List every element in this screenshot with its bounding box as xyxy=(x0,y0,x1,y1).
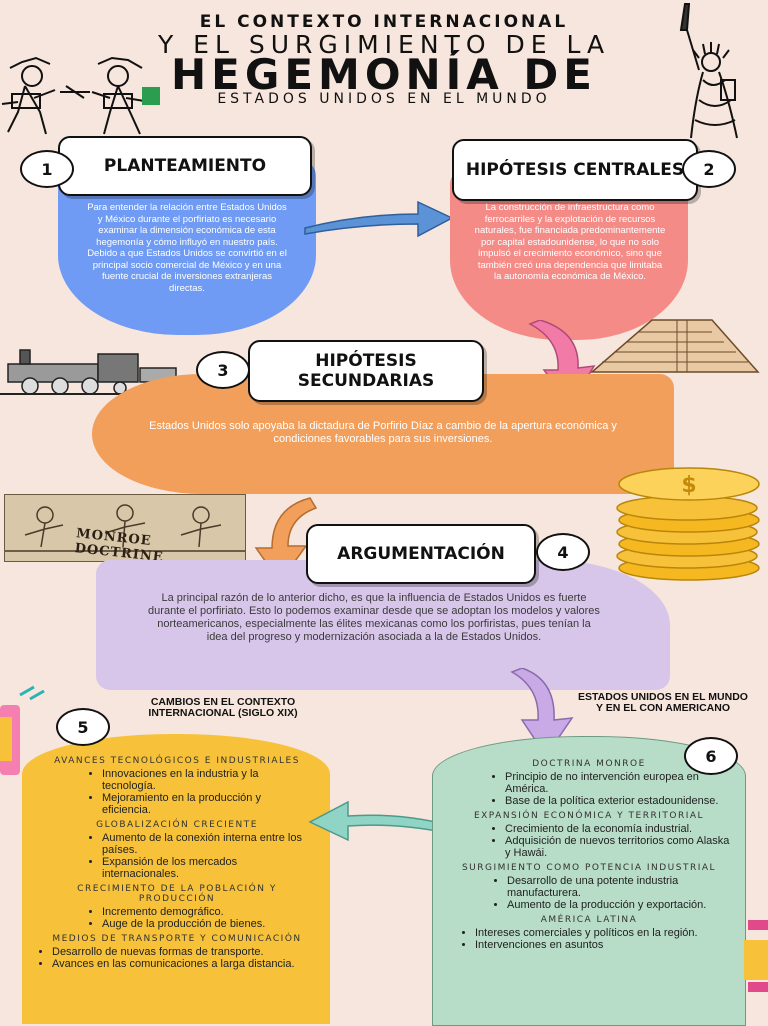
step-5-section-head: AVANCES TECNOLÓGICOS E INDUSTRIALES xyxy=(54,756,300,766)
step-2-label: HIPÓTESIS CENTRALES xyxy=(452,139,698,201)
list-item: Innovaciones en la industria y la tecnol… xyxy=(102,768,312,792)
step-5-list: Desarrollo de nuevas formas de transport… xyxy=(42,946,312,970)
list-item: Base de la política exterior estadounide… xyxy=(505,795,731,807)
step-4-number: 4 xyxy=(536,533,590,571)
step-6-list: Intereses comerciales y políticos en la … xyxy=(447,927,731,951)
step-3-label: HIPÓTESIS SECUNDARIAS xyxy=(248,340,484,402)
list-item: Principio de no intervención europea en … xyxy=(505,771,731,795)
step-5-list: Innovaciones en la industria y la tecnol… xyxy=(42,768,312,816)
step-4-text: La principal razón de lo anterior dicho,… xyxy=(148,592,600,643)
step-5-section-head: MEDIOS DE TRANSPORTE Y COMUNICACIÓN xyxy=(52,934,302,944)
list-item: Mejoramiento en la producción y eficienc… xyxy=(102,792,312,816)
list-item: Desarrollo de una potente industria manu… xyxy=(507,875,731,899)
step-6-list: Principio de no intervención europea en … xyxy=(447,771,731,807)
arrow-right-icon xyxy=(304,200,454,238)
step-1-label: PLANTEAMIENTO xyxy=(58,136,312,196)
monroe-doctrine-image: MONROE DOCTRINE xyxy=(4,494,246,562)
decorative-shapes-left xyxy=(0,685,45,775)
step-5-section-head: GLOBALIZACIÓN CRECIENTE xyxy=(96,820,258,830)
step-6-blob: DOCTRINA MONROE Principio de no interven… xyxy=(432,736,746,1026)
step-6-section-head: EXPANSIÓN ECONÓMICA Y TERRITORIAL xyxy=(473,811,705,821)
step-6-list: Desarrollo de una potente industria manu… xyxy=(447,875,731,911)
step-1-number: 1 xyxy=(20,150,74,188)
title-line-2: Y EL SURGIMIENTO DE LA xyxy=(157,30,611,59)
gold-coins-illustration: $ xyxy=(616,467,760,581)
decorative-shapes-right xyxy=(744,920,768,992)
step-5-blob: AVANCES TECNOLÓGICOS E INDUSTRIALES Inno… xyxy=(22,734,330,1024)
step-5-title: CAMBIOS EN EL CONTEXTO INTERNACIONAL (SI… xyxy=(148,696,298,719)
list-item: Auge de la producción de bienes. xyxy=(102,918,312,930)
step-1-text: Para entender la relación entre Estados … xyxy=(87,202,287,294)
statue-of-liberty-illustration xyxy=(679,3,738,139)
step-4-label: ARGUMENTACIÓN xyxy=(306,524,536,584)
step-5-list: Aumento de la conexión interna entre los… xyxy=(42,832,312,880)
list-item: Desarrollo de nuevas formas de transport… xyxy=(52,946,312,958)
list-item: Avances en las comunicaciones a larga di… xyxy=(52,958,312,970)
step-5-section-head: CRECIMIENTO DE LA POBLACIÓN Y PRODUCCIÓN xyxy=(77,884,277,904)
list-item: Aumento de la conexión interna entre los… xyxy=(102,832,312,856)
step-5-number: 5 xyxy=(56,708,110,746)
pyramid-illustration xyxy=(589,319,760,373)
step-2-text: La construcción de infraestructura como … xyxy=(474,202,666,282)
list-item: Aumento de la producción y exportación. xyxy=(507,899,731,911)
list-item: Crecimiento de la economía industrial. xyxy=(505,823,731,835)
step-2-number: 2 xyxy=(682,150,736,188)
title-line-4: ESTADOS UNIDOS EN EL MUNDO xyxy=(217,91,551,107)
step-6-list: Crecimiento de la economía industrial. A… xyxy=(447,823,731,859)
aztec-figures-illustration xyxy=(1,56,160,135)
step-6-section-head: AMÉRICA LATINA xyxy=(540,915,638,925)
step-5-list: Incremento demográfico. Auge de la produ… xyxy=(42,906,312,930)
step-6-number: 6 xyxy=(684,737,738,775)
step-6-section-head: DOCTRINA MONROE xyxy=(532,759,646,769)
arrow-down-right-icon xyxy=(510,668,574,758)
step-6-title: ESTADOS UNIDOS EN EL MUNDO Y EN EL CON A… xyxy=(578,691,748,714)
list-item: Intereses comerciales y políticos en la … xyxy=(475,927,731,939)
dollar-sign-icon: $ xyxy=(681,473,696,498)
list-item: Intervenciones en asuntos xyxy=(475,939,731,951)
list-item: Incremento demográfico. xyxy=(102,906,312,918)
title-line-3: HEGEMONÍA DE xyxy=(171,50,597,99)
arrow-left-icon xyxy=(308,800,461,842)
list-item: Adquisición de nuevos territorios como A… xyxy=(505,835,731,859)
step-3-text: Estados Unidos solo apoyaba la dictadura… xyxy=(149,420,617,445)
title-line-1: EL CONTEXTO INTERNACIONAL xyxy=(199,12,569,32)
step-6-section-head: SURGIMIENTO COMO POTENCIA INDUSTRIAL xyxy=(461,863,717,873)
list-item: Expansión de los mercados internacionale… xyxy=(102,856,312,880)
step-3-number: 3 xyxy=(196,351,250,389)
